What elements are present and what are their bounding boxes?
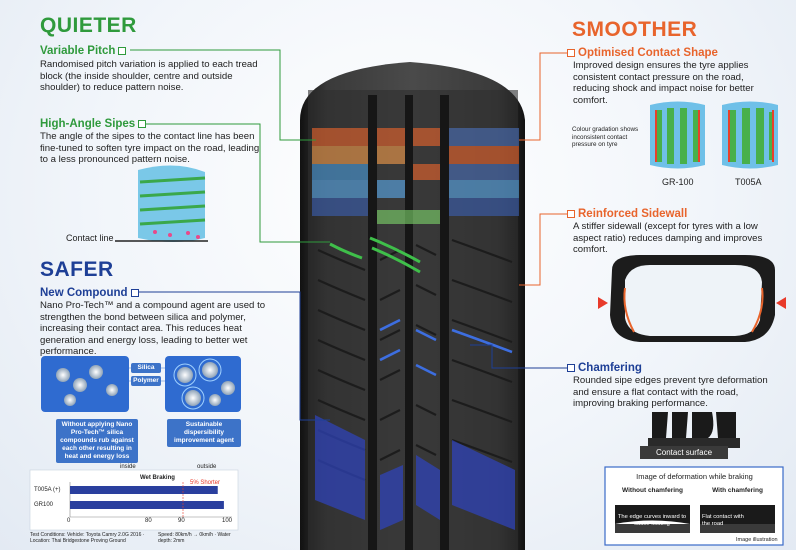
- optimised-contact-title: Optimised Contact Shape: [567, 47, 718, 59]
- chart-inside-label: inside: [120, 464, 136, 470]
- chart-bar-gr100: [70, 501, 224, 509]
- without-chamfering-label: Without chamfering: [622, 487, 683, 494]
- chart-title: Wet Braking: [140, 475, 175, 481]
- with-chamfering-label: With chamfering: [712, 487, 763, 494]
- contact-surface-label: Contact surface: [640, 446, 728, 459]
- sipe-footprint-illustration: [115, 165, 208, 242]
- edge-curves-note: The edge curves inward to cause floating: [617, 514, 687, 527]
- reinforced-sidewall-title: Reinforced Sidewall: [567, 208, 687, 220]
- chart-tick-0: 0: [67, 518, 71, 524]
- chart-category-t005a: T005A (+): [34, 487, 61, 493]
- contact-pressure-footprints: [650, 101, 778, 169]
- footprint-gr100-label: GR-100: [662, 177, 694, 187]
- chamfer-tread-blocks: [648, 412, 740, 448]
- chamfering-title: Chamfering: [567, 362, 642, 374]
- chart-outside-label: outside: [197, 464, 217, 470]
- chart-bar-t005a: [70, 486, 218, 494]
- optimised-contact-text: Improved design ensures the tyre applies…: [573, 60, 754, 106]
- compound-illustration: [41, 356, 241, 412]
- high-angle-sipes-title: High-Angle Sipes: [40, 118, 147, 130]
- chart-tick-90: 90: [178, 518, 185, 524]
- deformation-panel: [604, 466, 784, 546]
- sidewall-cross-section: [598, 255, 786, 342]
- flat-contact-note: Flat contact with the road: [702, 514, 744, 527]
- chart-annotation: 5% Shorter: [190, 480, 221, 486]
- dispersibility-note: Sustainable dispersibility improvement a…: [167, 419, 241, 447]
- polymer-label: Polymer: [131, 376, 161, 386]
- chart-tick-100: 100: [222, 518, 233, 524]
- new-compound-text: Nano Pro-Tech™ and a compound agent are …: [40, 300, 266, 358]
- chart-tick-80: 80: [145, 518, 152, 524]
- chart-category-gr100: GR100: [34, 502, 54, 508]
- without-nano-pro-tech-note: Without applying Nano Pro-Tech™ silica c…: [56, 419, 138, 463]
- quieter-heading: QUIETER: [40, 14, 137, 37]
- variable-pitch-title: Variable Pitch: [40, 45, 127, 57]
- footprint-t005a-label: T005A: [735, 177, 762, 187]
- tyre-illustration: [300, 62, 525, 550]
- chamfering-highlight: [379, 318, 513, 377]
- variable-pitch-text: Randomised pitch variation is applied to…: [40, 59, 258, 94]
- wet-braking-chart: [29, 469, 239, 531]
- smoother-heading: SMOOTHER: [572, 18, 698, 41]
- chart-speed-note: Speed: 80km/h → 0km/h · Water depth: 2mm: [158, 532, 231, 544]
- callout-lines: [130, 49, 567, 421]
- reinforced-sidewall-text: A stiffer sidewall (except for tyres wit…: [573, 221, 763, 256]
- chamfering-text: Rounded sipe edges prevent tyre deformat…: [573, 375, 768, 410]
- high-angle-sipes-highlight: [329, 236, 421, 274]
- deformation-title: Image of deformation while braking: [636, 472, 753, 481]
- new-compound-title: New Compound: [40, 287, 139, 299]
- contact-line-label: Contact line: [66, 233, 114, 243]
- new-compound-highlight: [315, 415, 515, 530]
- chart-test-conditions: Test Conditions: Vehicle: Toyota Camry 2…: [30, 532, 145, 544]
- variable-pitch-bands: [312, 128, 519, 224]
- safer-heading: SAFER: [40, 258, 114, 281]
- silica-label: Silica: [131, 363, 161, 373]
- image-illustration-label: Image illustration: [736, 537, 778, 543]
- colour-gradation-note: Colour gradation shows inconsistent cont…: [572, 126, 639, 149]
- high-angle-sipes-text: The angle of the sipes to the contact li…: [40, 131, 260, 166]
